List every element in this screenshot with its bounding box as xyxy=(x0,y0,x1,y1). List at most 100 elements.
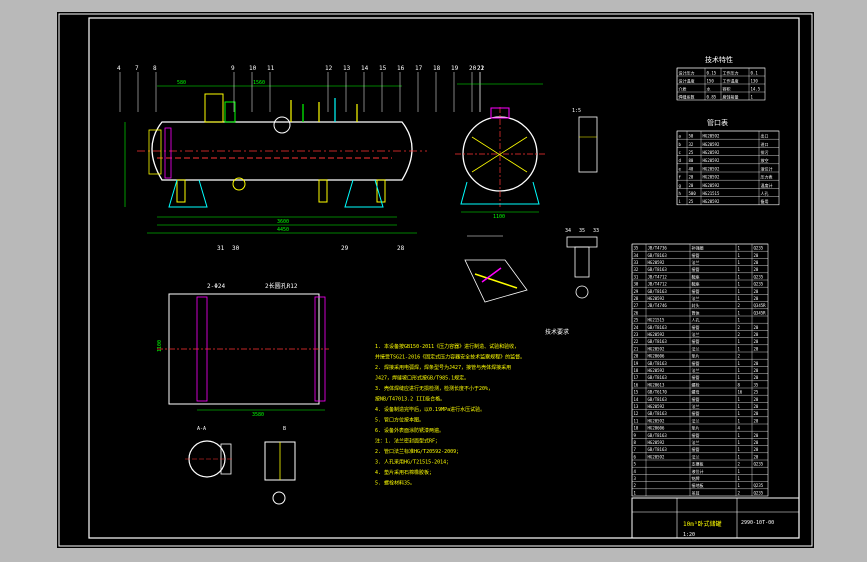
section-view-aa[interactable]: A-A xyxy=(185,426,233,478)
detail-view-2[interactable] xyxy=(464,235,528,303)
table-cell: 螺母 xyxy=(692,389,700,395)
table-cell: 焊缝系数 xyxy=(679,93,695,99)
table-cell: 4 xyxy=(738,426,741,431)
base-view-title: 2-Φ24 xyxy=(207,283,225,290)
detail-1-body xyxy=(578,116,598,173)
leader-number: 31 xyxy=(217,245,225,252)
table-cell: 1 xyxy=(738,346,741,351)
requirement-line: 2. 管口法兰标准HG/T20592-2009； xyxy=(375,448,461,455)
leader-number: 16 xyxy=(397,65,405,72)
base-view-note: 2长圆孔R12 xyxy=(265,282,298,290)
table-cell: 0.85 xyxy=(707,94,717,99)
table-cell: 20 xyxy=(754,253,759,258)
table-cell: 容积 xyxy=(723,85,731,91)
table-cell: 工作温度 xyxy=(723,77,739,83)
table-cell: 20 xyxy=(754,433,759,438)
dim-top-a: 580 xyxy=(177,80,186,86)
table-cell: 27 xyxy=(634,303,639,308)
table-cell: 1 xyxy=(738,375,741,380)
leader-number: 13 xyxy=(343,65,351,72)
table-cell: 2 xyxy=(738,303,741,308)
inner-frame xyxy=(88,17,800,539)
table-cell: HG20592 xyxy=(703,134,720,139)
detail-2-pipe-b xyxy=(481,267,502,283)
requirement-line: 按NB/T47013.2 III级合格。 xyxy=(375,396,445,403)
base-view[interactable]: 3580 2-Φ24 2长圆孔R12 1100 xyxy=(157,282,329,418)
table-cell: 2 xyxy=(738,490,741,495)
table-cell: 筒体 xyxy=(692,309,700,315)
section-view-b[interactable]: B xyxy=(264,426,296,505)
table-cell: 出口 xyxy=(761,133,769,139)
table-cell: 人孔 xyxy=(761,190,769,196)
table-cell: 20 xyxy=(754,404,759,409)
table-cell: 垫片 xyxy=(692,425,700,431)
table-cell: 吊耳 xyxy=(692,490,700,495)
table-cell: 28 xyxy=(634,296,639,301)
requirements-title: 技术要求 xyxy=(545,328,569,336)
table-cell: GB/T8163 xyxy=(648,325,668,330)
table-cell: 法兰 xyxy=(692,403,700,409)
table-cell: 35 xyxy=(634,246,639,251)
table-cell: 20 xyxy=(754,375,759,380)
table-cell: 25 xyxy=(754,390,759,395)
leader-number: 10 xyxy=(249,65,257,72)
table-cell: 16 xyxy=(634,382,639,387)
title-block[interactable]: 10m³卧式储罐 2990-10T-00 1:20 xyxy=(631,497,800,539)
table-cell: 温度计 xyxy=(761,182,773,188)
table-cell: 接管 xyxy=(692,410,700,416)
table-cell: 20 xyxy=(689,183,694,188)
table-cell: 法兰 xyxy=(692,417,700,423)
saddle-left xyxy=(168,179,208,208)
table-cell: Q235 xyxy=(754,462,764,467)
table-cell: HG20592 xyxy=(703,142,720,147)
table-cell: 8 xyxy=(634,440,637,445)
table-cell: 接管 xyxy=(692,446,700,452)
table-cell: 35 xyxy=(754,382,759,387)
requirement-line: 并接受TSG21-2016《固定式压力容器安全技术监察规程》的监督。 xyxy=(375,354,525,361)
table-cell: 鞍座 xyxy=(692,281,700,287)
table-cell: Q235 xyxy=(754,274,764,279)
leader-number: 35 xyxy=(579,228,585,234)
leader-number: 14 xyxy=(361,65,369,72)
table-cell: GB/T8163 xyxy=(648,267,668,272)
table-cell: 1 xyxy=(738,397,741,402)
table-cell: 32 xyxy=(634,267,639,272)
requirement-line: 5. 管口方位按本图。 xyxy=(375,417,424,424)
table-cell: HG20592 xyxy=(648,260,665,265)
table-cell: 液位计 xyxy=(761,165,773,171)
table-cell: 接管 xyxy=(692,324,700,330)
table-cell: 进口 xyxy=(761,141,769,147)
detail-view-1[interactable]: 1:5 xyxy=(572,108,598,173)
side-view[interactable]: 1100 xyxy=(455,83,545,220)
table-cell: 20 xyxy=(754,260,759,265)
requirements-block: 技术要求 1. 本设备按GB150-2011《压力容器》进行制造、试验和验收， … xyxy=(375,328,569,487)
table-cell: GB/T6170 xyxy=(648,390,668,395)
table-cell: 1 xyxy=(738,476,741,481)
table-cell: 封头 xyxy=(692,302,700,308)
leader-number: 33 xyxy=(593,228,599,234)
table-cell: h xyxy=(679,191,682,196)
section-b-title: B xyxy=(283,426,286,432)
table-cell: 备用 xyxy=(761,198,769,204)
table-cell: 20 xyxy=(754,447,759,452)
leader-number: 20 xyxy=(469,65,477,72)
table-cell: GB/T8163 xyxy=(648,447,668,452)
table-cell: 2 xyxy=(738,354,741,359)
table-cell: Q235 xyxy=(754,490,764,495)
table-cell: 1 xyxy=(738,318,741,323)
table-cell: 15 xyxy=(634,390,639,395)
table-cell: 法兰 xyxy=(692,439,700,445)
table-cell: 20 xyxy=(754,339,759,344)
table-cell: 5 xyxy=(634,462,637,467)
dim-top-b: 1560 xyxy=(253,80,265,86)
table-cell: 法兰 xyxy=(692,331,700,337)
